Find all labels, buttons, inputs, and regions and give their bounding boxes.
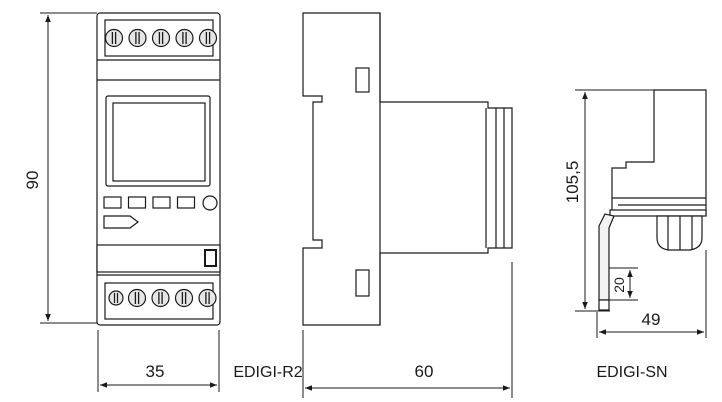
bracket-clip: [598, 299, 610, 311]
display-screen: [112, 102, 206, 182]
top-screw-row: [104, 28, 218, 48]
front-button: [103, 196, 122, 209]
side-view: [302, 12, 513, 326]
sensor-view: [598, 89, 707, 311]
terminal-screw-icon: [198, 288, 217, 308]
front-button: [152, 196, 171, 209]
terminal-screw-icon: [104, 28, 124, 48]
caption-sensor-model: EDIGI-SN: [596, 364, 667, 381]
bottom-screw-row: [108, 288, 217, 308]
sensor-base-plate: [609, 209, 707, 217]
arrow-key-icon: [103, 215, 139, 229]
front-view: [96, 12, 221, 326]
dim-front-height: 90: [23, 171, 42, 190]
terminal-screw-icon: [174, 288, 194, 308]
terminal-screw-icon: [151, 288, 170, 308]
button-row: [103, 196, 196, 209]
front-panel-lower: [96, 244, 221, 273]
dim-sensor-width: 49: [642, 310, 661, 329]
side-housing-outline: [302, 12, 513, 326]
terminal-screw-icon: [198, 28, 218, 48]
caption-device-model: EDIGI-R2: [233, 364, 302, 381]
terminal-screw-icon: [151, 28, 171, 48]
side-slot-bottom: [355, 269, 370, 297]
terminal-screw-icon: [108, 290, 124, 306]
dim-sensor-height: 105,5: [563, 161, 582, 204]
terminal-screw-icon: [175, 28, 194, 48]
side-slot-top: [355, 67, 370, 93]
led-window: [204, 249, 217, 267]
terminal-screw-icon: [128, 28, 147, 48]
dim-front-width: 35: [146, 362, 165, 381]
front-button: [127, 196, 147, 209]
display-frame: [105, 95, 211, 187]
sensor-cap: [611, 89, 707, 216]
front-button: [176, 196, 196, 209]
dim-side-width: 60: [415, 362, 434, 381]
terminal-screw-icon: [127, 288, 147, 308]
dimension-lines: [40, 12, 707, 398]
rotary-knob-icon: [202, 195, 218, 211]
dim-sensor-mount: 20: [611, 277, 627, 293]
